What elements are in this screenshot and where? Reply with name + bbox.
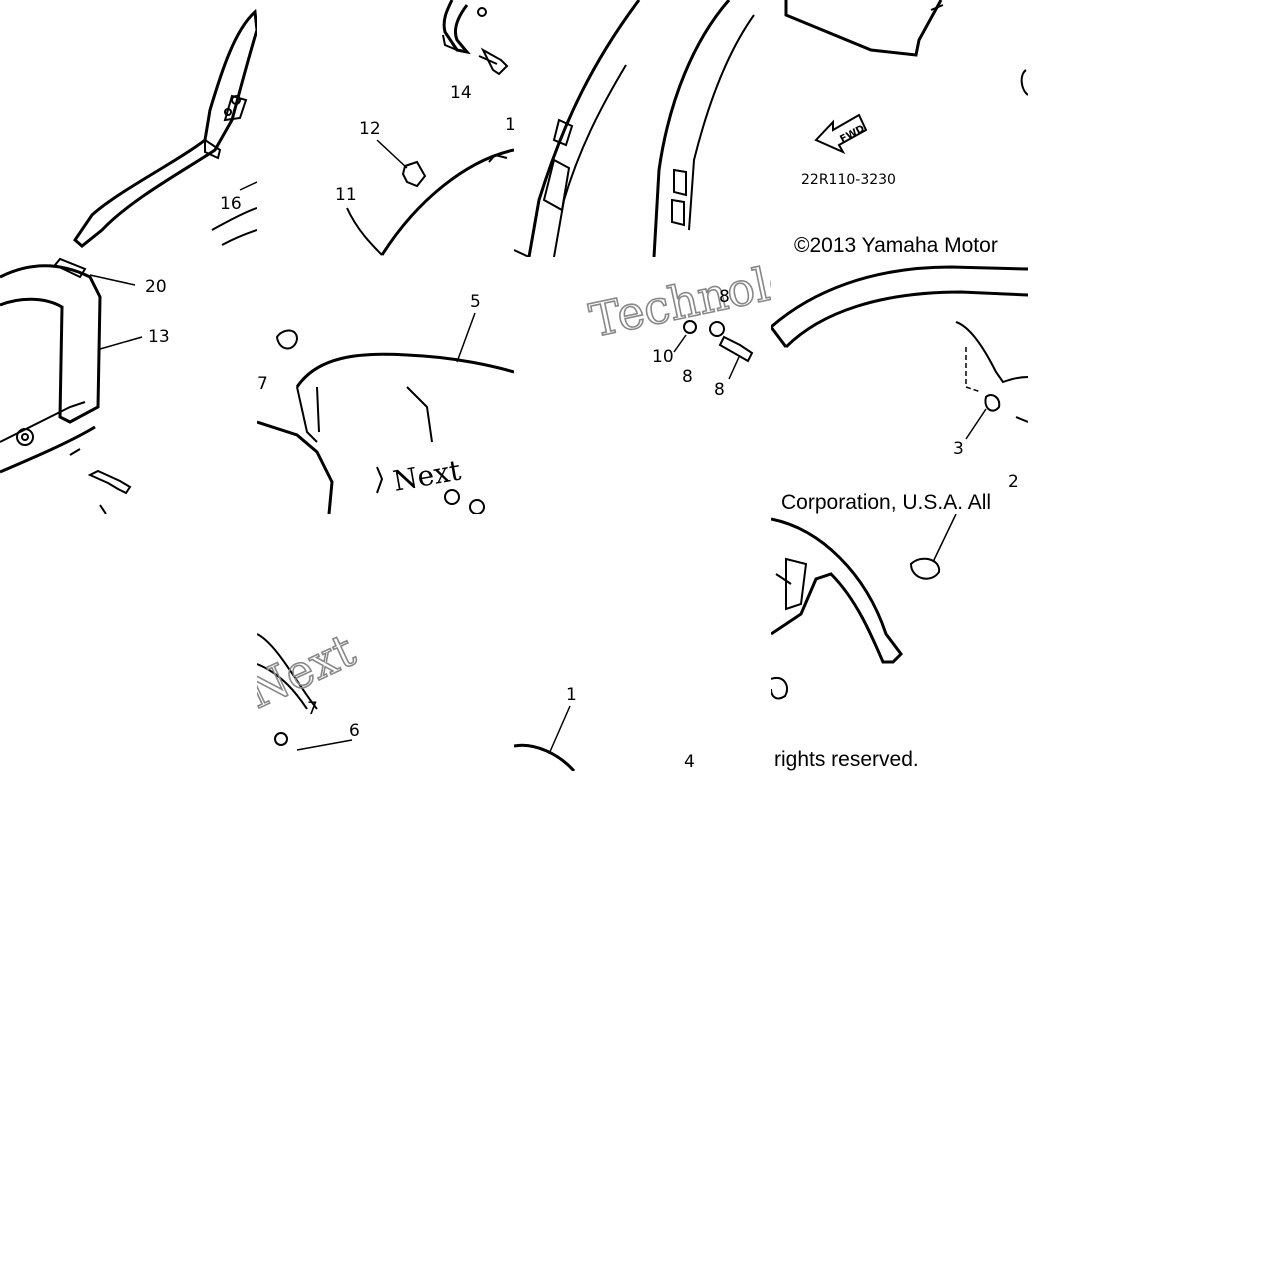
callout-11: 8 xyxy=(682,367,693,387)
fender-bracket-drawing xyxy=(771,514,957,700)
hardware-drawing: Technologies 8 10 8 8 xyxy=(584,257,771,400)
callout-6: 6 xyxy=(349,721,360,741)
tile-bracket: 14 12 11 15 17 xyxy=(257,0,514,257)
tile-washer: 7 6 Next xyxy=(257,514,514,771)
fwd-arrow-icon: FWD xyxy=(814,113,868,155)
bracket-drawing: 14 12 11 15 17 xyxy=(335,0,514,256)
svg-text:Next: Next xyxy=(390,453,464,497)
callout-16: 14 xyxy=(450,83,472,103)
callout-17: 15 xyxy=(505,115,514,135)
watermark-next: Next xyxy=(390,453,464,497)
tile-fender-right: 3 2 xyxy=(771,257,1028,514)
washer-drawing: 7 6 Next xyxy=(257,622,364,751)
callout-10: 8 xyxy=(714,380,725,400)
watermark-technologies: Technologies xyxy=(585,257,771,348)
callout-13: 11 xyxy=(335,185,357,205)
callout-1: 1 xyxy=(566,685,577,705)
tile-rear-cover: 5 7 Next xyxy=(257,257,514,514)
tile-fender-bottom: 1 4 xyxy=(514,514,771,771)
tile-fender-bracket xyxy=(771,514,1028,771)
tile-seat-frame: 20 13 xyxy=(0,257,257,514)
callout-8: 8 xyxy=(719,287,730,307)
callout-7-upper: 7 xyxy=(257,374,268,394)
tile-hardware: Technologies 8 10 8 8 xyxy=(514,257,771,514)
seat-frame-drawing: 20 13 xyxy=(0,257,170,514)
callout-12: 10 xyxy=(652,347,674,367)
fender-top-drawing xyxy=(514,0,755,257)
callout-15: 13 xyxy=(148,327,170,347)
fender-right-drawing: 3 2 xyxy=(771,265,1028,492)
copyright-line-1: ©2013 Yamaha Motor xyxy=(794,234,998,257)
callout-4: 4 xyxy=(684,752,695,771)
callout-5: 5 xyxy=(470,292,481,312)
reference-code: 22R110-3230 xyxy=(801,172,896,188)
tile-grab-rail: 16 xyxy=(0,0,257,257)
callout-2: 2 xyxy=(1008,472,1019,492)
fender-bottom-drawing: 1 4 xyxy=(514,685,695,771)
callout-20: 20 xyxy=(145,277,167,297)
reference-drawing: FWD 22R110-3230 xyxy=(784,0,1028,188)
callout-14: 12 xyxy=(359,119,381,139)
copyright-line-3: rights reserved. xyxy=(774,748,919,771)
tile-fender-top xyxy=(514,0,771,257)
callout-7-lower: 7 xyxy=(307,699,318,719)
callout-18: 16 xyxy=(220,194,242,214)
tile-reference: FWD 22R110-3230 xyxy=(771,0,1028,257)
callout-3: 3 xyxy=(953,439,964,459)
copyright-line-2: Corporation, U.S.A. All xyxy=(781,491,992,514)
rear-cover-drawing: 5 7 Next xyxy=(257,292,514,514)
grab-rail-drawing: 16 xyxy=(73,8,257,248)
